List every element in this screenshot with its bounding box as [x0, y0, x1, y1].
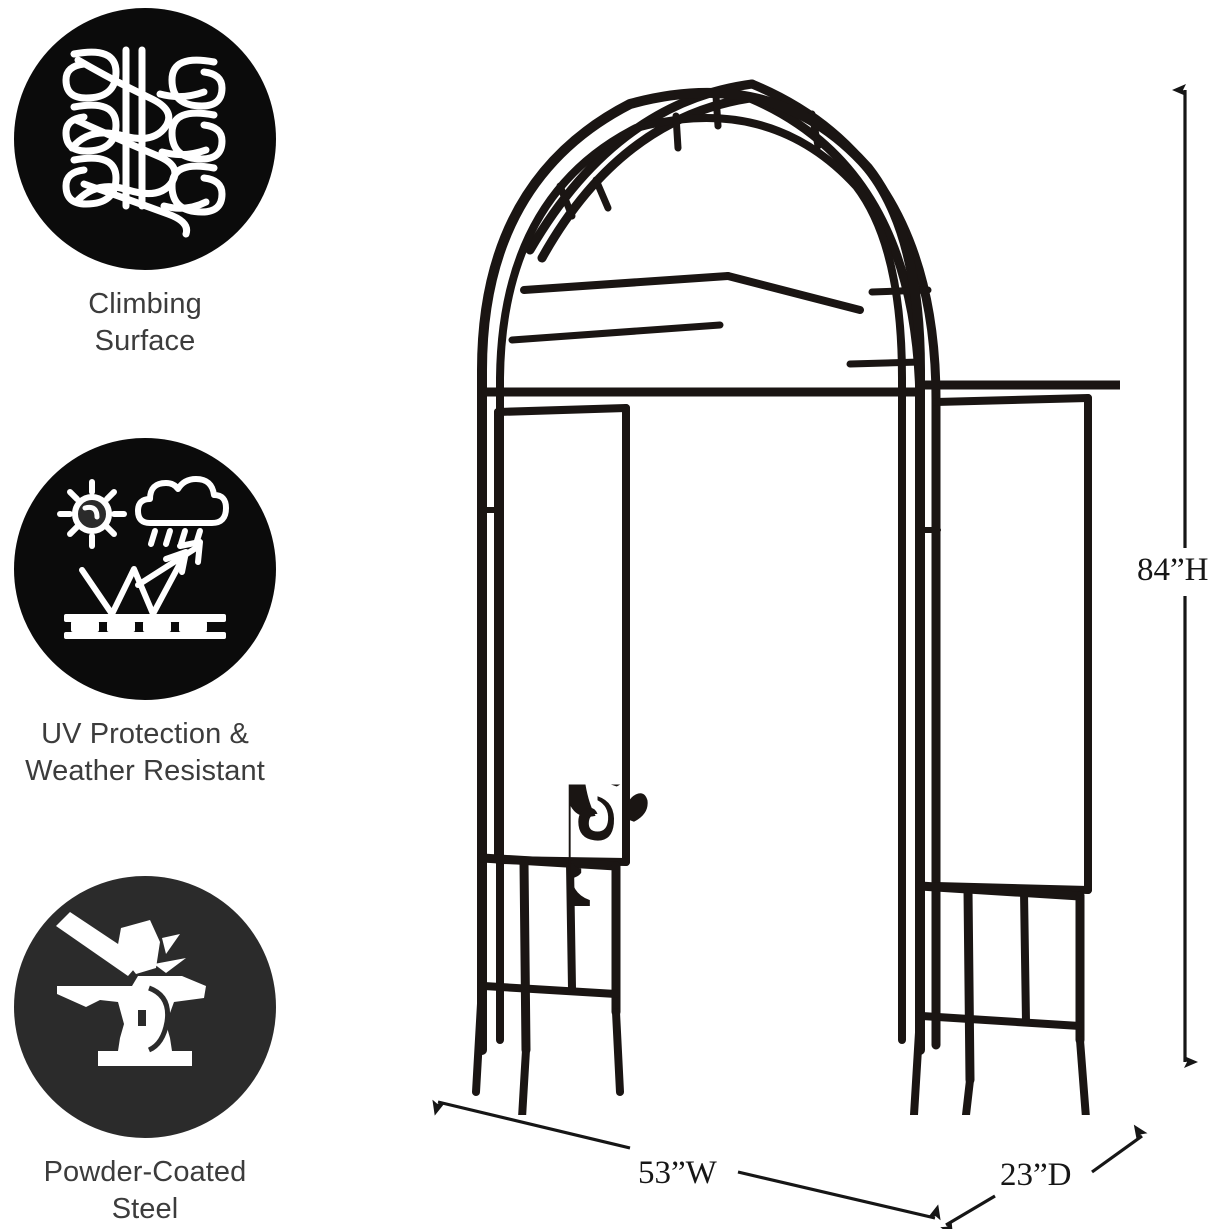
feature-powder-coated-steel: Powder-Coated Steel	[0, 876, 290, 1228]
tree-panel-right	[917, 417, 1110, 936]
feature-label-powder-coated-steel: Powder-Coated Steel	[43, 1156, 247, 1226]
feature-uv-protection: UV Protection & Weather Resistant	[0, 438, 290, 790]
feature-badge-climbing-surface	[14, 8, 276, 270]
sun-icon	[57, 479, 127, 549]
feature-label-climbing-surface: Climbing Surface	[88, 288, 202, 358]
surface-layer-icon	[64, 614, 226, 639]
feature-badge-uv-protection	[14, 438, 276, 700]
dimension-label-width: 53”W	[638, 1155, 717, 1191]
feature-badge-powder-coated-steel	[14, 876, 276, 1138]
feature-label-uv-protection: UV Protection & Weather Resistant	[25, 718, 265, 788]
width-dimension-arrow	[432, 1099, 941, 1221]
product-image-garden-arch	[420, 40, 1120, 1115]
dimension-label-height: 84”H	[1137, 552, 1209, 588]
arch-frame	[472, 79, 1120, 1115]
feature-climbing-surface: Climbing Surface	[0, 8, 290, 360]
hammer-anvil-icon	[56, 912, 206, 1066]
dimension-label-depth: 23”D	[1000, 1157, 1072, 1193]
vine-leaves-climbing-icon	[62, 46, 226, 238]
depth-dimension-arrow	[940, 1124, 1148, 1229]
uv-reflect-arrows-icon	[79, 539, 203, 617]
